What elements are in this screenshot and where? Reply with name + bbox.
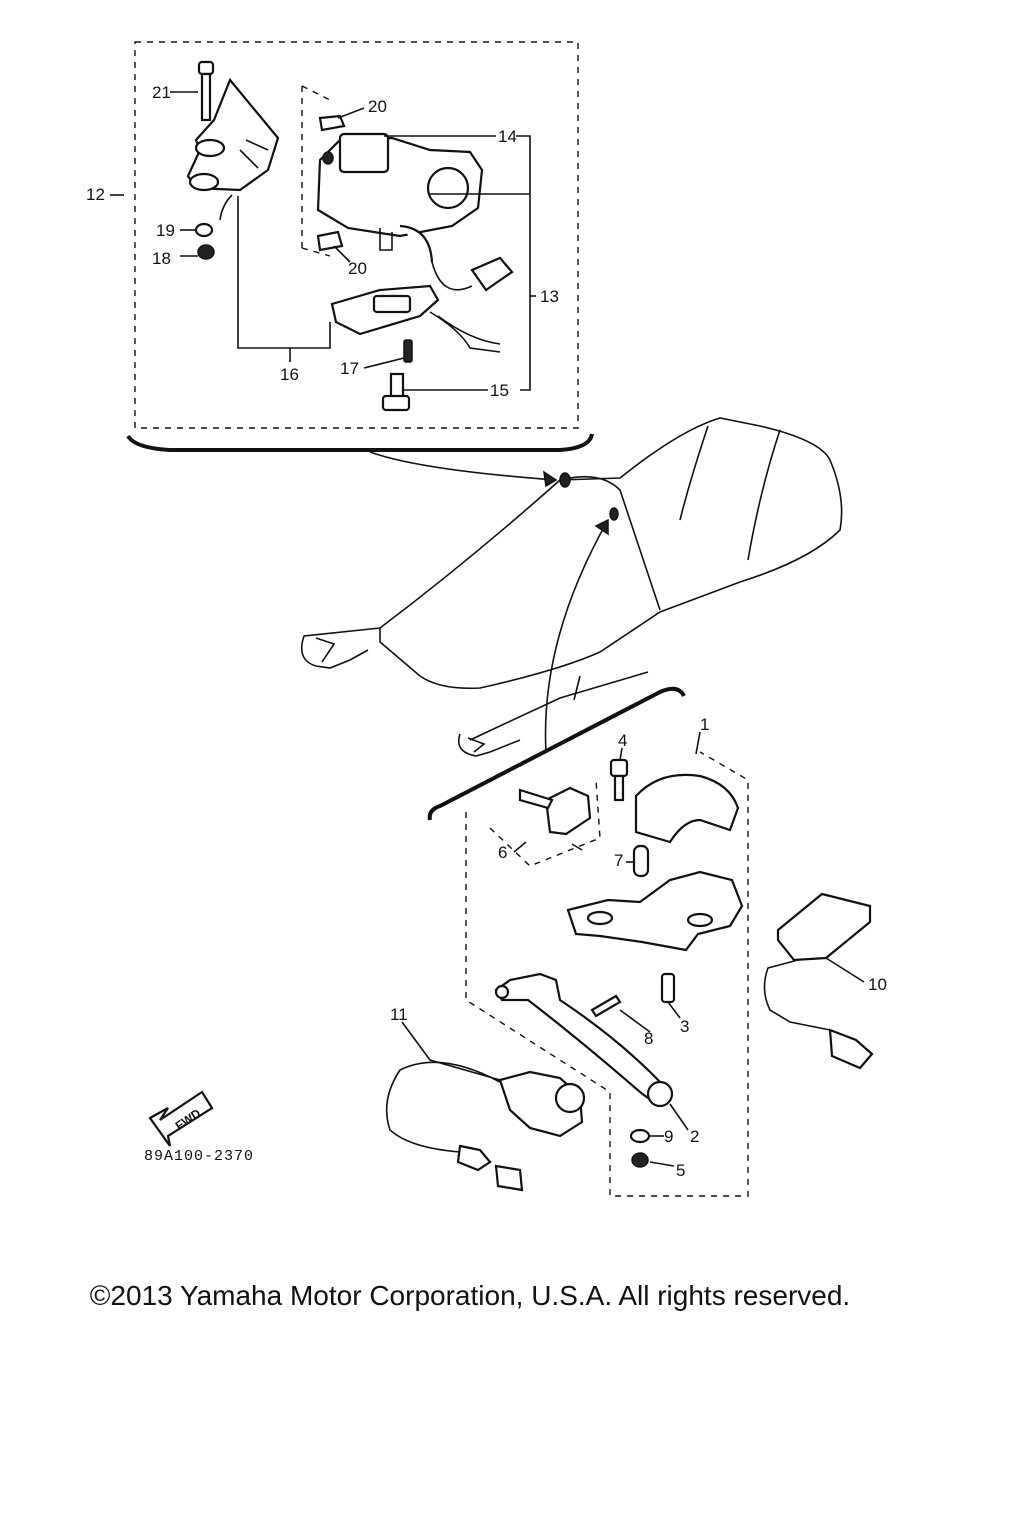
switch-10 [763,892,874,1070]
callout-7: 7 [614,851,623,870]
nut-5 [631,1152,649,1168]
bracket-12 [186,77,280,221]
grommet-20-bottom [316,230,344,252]
pin-7 [632,844,650,878]
callout-15: 15 [490,381,509,400]
callout-1: 1 [700,715,709,734]
lever-bracket [566,870,744,952]
copyright-notice: ©2013 Yamaha Motor Corporation, U.S.A. A… [89,1280,851,1311]
callout-3: 3 [680,1017,689,1036]
leaders-top [110,91,536,391]
callout-20-bottom: 20 [348,259,367,278]
switch-wire-13 [431,256,514,292]
grommet-20-top [318,114,346,132]
bolt-4 [609,758,629,802]
callout-20-top: 20 [368,97,387,116]
switch-plate-16 [330,284,501,353]
callout-2: 2 [690,1127,699,1146]
bolt-21 [197,60,215,122]
nut-18 [197,244,215,260]
callout-18: 18 [152,249,171,268]
fwd-arrow-icon [148,1090,214,1147]
switch-11 [385,1061,586,1192]
screw-17 [403,339,413,363]
callout-11: 11 [390,1005,408,1024]
callout-9: 9 [664,1127,673,1146]
leaders-lower [401,731,865,1167]
callout-13: 13 [540,287,559,306]
screw-8 [590,994,622,1018]
callout-19: 19 [156,221,175,240]
washer-9 [629,1128,651,1144]
inset-throttle-housing [126,41,594,452]
callout-16: 16 [280,365,299,384]
callout-12: 12 [86,185,105,204]
brake-lever-2 [494,972,674,1108]
callout-17: 17 [340,359,359,378]
screw-3 [660,972,676,1004]
callout-21: 21 [152,83,171,102]
snowmobile-outline [300,417,843,757]
lever-cover [634,773,740,844]
clamp-6 [518,786,592,851]
inset-brake-lever [427,686,749,1197]
callout-8: 8 [644,1029,653,1048]
callout-6: 6 [498,843,507,862]
diagram-code: 89A100-2370 [144,1148,254,1165]
bolt-15 [381,372,411,412]
callout-5: 5 [676,1161,685,1180]
callout-14: 14 [498,127,517,146]
callout-4: 4 [618,731,627,750]
callout-10: 10 [868,975,887,994]
housing-14 [316,132,484,263]
washer-19 [194,222,214,238]
location-arrows [369,451,609,753]
